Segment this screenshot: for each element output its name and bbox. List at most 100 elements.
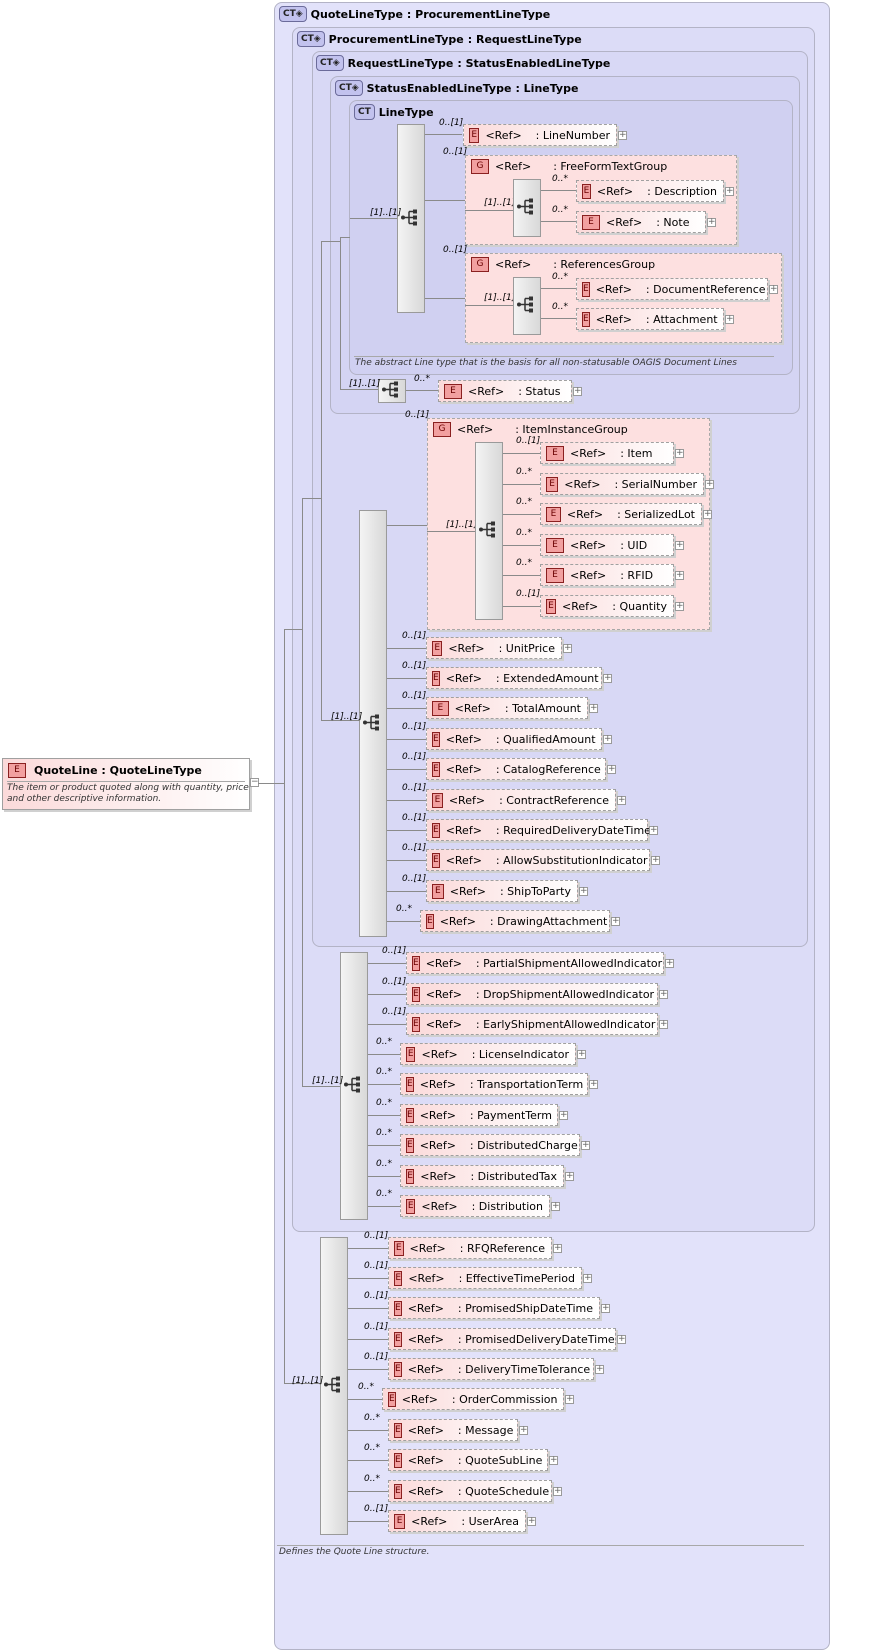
expand-icon[interactable]: + [563, 643, 572, 653]
expand-icon[interactable]: + [769, 284, 778, 294]
element-contract-reference[interactable]: E<Ref>: ContractReference [426, 789, 616, 811]
connector-line [541, 190, 576, 191]
element-required-delivery-date-time[interactable]: E<Ref>: RequiredDeliveryDateTime [426, 819, 651, 841]
element-message[interactable]: E<Ref>: Message [388, 1419, 518, 1441]
element-early-shipment-allowed-indicator[interactable]: E<Ref>: EarlyShipmentAllowedIndicator [406, 1013, 658, 1035]
element-uid[interactable]: E<Ref>: UID [540, 534, 674, 556]
element-icon: E [444, 383, 462, 399]
element-total-amount[interactable]: E<Ref>: TotalAmount [426, 697, 588, 719]
expand-icon[interactable]: + [565, 1171, 574, 1181]
expand-icon[interactable]: + [583, 1273, 592, 1283]
expand-icon[interactable]: + [579, 886, 588, 896]
multiplicity-label: 0..[1] [402, 874, 427, 884]
ref-label: <Ref> [408, 1271, 445, 1285]
element-delivery-time-tolerance[interactable]: E<Ref>: DeliveryTimeTolerance [388, 1358, 594, 1380]
element-promised-delivery-date-time[interactable]: E<Ref>: PromisedDeliveryDateTime [388, 1328, 616, 1350]
element-drop-shipment-allowed-indicator[interactable]: E<Ref>: DropShipmentAllowedIndicator [406, 983, 658, 1005]
element-payment-term[interactable]: E<Ref>: PaymentTerm [400, 1104, 558, 1126]
element-license-indicator[interactable]: E<Ref>: LicenseIndicator [400, 1043, 576, 1065]
expand-icon[interactable]: + [659, 989, 668, 999]
element-promised-ship-date-time[interactable]: E<Ref>: PromisedShipDateTime [388, 1297, 600, 1319]
expand-icon[interactable]: + [565, 1394, 574, 1404]
expand-icon[interactable]: + [603, 673, 612, 683]
expand-icon[interactable]: + [577, 1049, 586, 1059]
element-icon: E [406, 1107, 414, 1123]
expand-icon[interactable]: + [553, 1486, 562, 1496]
expand-icon[interactable]: + [705, 479, 714, 489]
ref-label: <Ref> [448, 793, 486, 807]
element-name: : LineNumber [535, 128, 610, 142]
expand-icon[interactable]: + [607, 764, 616, 774]
expand-icon[interactable]: + [595, 1364, 604, 1374]
expand-icon[interactable]: + [649, 825, 658, 835]
element-icon: E [432, 670, 440, 686]
expand-icon[interactable]: + [725, 314, 734, 324]
expand-icon[interactable]: + [703, 509, 712, 519]
expand-icon[interactable]: + [651, 855, 660, 865]
element-serialized-lot[interactable]: E<Ref>: SerializedLot [540, 503, 702, 525]
expand-icon[interactable]: + [707, 217, 716, 227]
element-line-number[interactable]: E<Ref>: LineNumber [463, 124, 617, 146]
element-partial-shipment-allowed-indicator[interactable]: E<Ref>: PartialShipmentAllowedIndicator [406, 952, 664, 974]
element-distributed-charge[interactable]: E<Ref>: DistributedCharge [400, 1134, 580, 1156]
element-quote-schedule[interactable]: E<Ref>: QuoteSchedule [388, 1480, 552, 1502]
ref-label: <Ref> [425, 956, 462, 970]
expand-icon[interactable]: + [551, 1201, 560, 1211]
element-rfid[interactable]: E<Ref>: RFID [540, 564, 674, 586]
expand-icon[interactable]: + [601, 1303, 610, 1313]
element-attachment[interactable]: E<Ref>: Attachment [576, 308, 724, 330]
element-document-reference[interactable]: E<Ref>: DocumentReference [576, 278, 768, 300]
element-qualified-amount[interactable]: E<Ref>: QualifiedAmount [426, 728, 602, 750]
expand-icon[interactable]: + [581, 1140, 590, 1150]
element-name: : QualifiedAmount [495, 732, 596, 746]
expand-icon[interactable]: + [617, 1334, 626, 1344]
element-effective-time-period[interactable]: E<Ref>: EffectiveTimePeriod [388, 1267, 582, 1289]
element-icon: E [582, 311, 590, 327]
expand-icon[interactable]: + [675, 601, 684, 611]
element-rfqreference[interactable]: E<Ref>: RFQReference [388, 1237, 552, 1259]
expand-icon[interactable]: + [675, 540, 684, 550]
element-status[interactable]: E<Ref>: Status [438, 380, 572, 402]
root-expand-icon[interactable]: − [250, 777, 259, 787]
expand-icon[interactable]: + [603, 734, 612, 744]
element-distributed-tax[interactable]: E<Ref>: DistributedTax [400, 1165, 564, 1187]
expand-icon[interactable]: + [527, 1516, 536, 1526]
expand-icon[interactable]: + [589, 703, 598, 713]
expand-icon[interactable]: + [665, 958, 674, 968]
element-allow-substitution-indicator[interactable]: E<Ref>: AllowSubstitutionIndicator [426, 849, 650, 871]
expand-icon[interactable]: + [573, 386, 582, 396]
multiplicity-label: 0..[1] [402, 843, 427, 853]
element-catalog-reference[interactable]: E<Ref>: CatalogReference [426, 758, 606, 780]
multiplicity-label: 0..* [364, 1443, 380, 1453]
expand-icon[interactable]: + [725, 186, 734, 196]
element-name: : AllowSubstitutionIndicator [495, 853, 648, 867]
element-note[interactable]: E<Ref>: Note [576, 211, 706, 233]
element-description[interactable]: E<Ref>: Description [576, 180, 724, 202]
element-order-commission[interactable]: E<Ref>: OrderCommission [382, 1388, 564, 1410]
expand-icon[interactable]: + [617, 795, 626, 805]
element-quantity[interactable]: E<Ref>: Quantity [540, 595, 674, 617]
element-transportation-term[interactable]: E<Ref>: TransportationTerm [400, 1073, 588, 1095]
expand-icon[interactable]: + [618, 130, 627, 140]
expand-icon[interactable]: + [519, 1425, 528, 1435]
expand-icon[interactable]: + [611, 916, 620, 926]
expand-icon[interactable]: + [675, 570, 684, 580]
element-drawing-attachment[interactable]: E<Ref>: DrawingAttachment [420, 910, 610, 932]
element-serial-number[interactable]: E<Ref>: SerialNumber [540, 473, 704, 495]
expand-icon[interactable]: + [589, 1079, 598, 1089]
expand-icon[interactable]: + [659, 1019, 668, 1029]
expand-icon[interactable]: + [675, 448, 684, 458]
element-user-area[interactable]: E<Ref>: UserArea [388, 1510, 526, 1532]
element-ship-to-party[interactable]: E<Ref>: ShipToParty [426, 880, 578, 902]
expand-icon[interactable]: + [549, 1455, 558, 1465]
root-element-quote-line[interactable]: E QuoteLine : QuoteLineType The item or … [2, 758, 250, 810]
expand-icon[interactable]: + [559, 1110, 568, 1120]
element-unit-price[interactable]: E<Ref>: UnitPrice [426, 637, 562, 659]
connector-line [387, 921, 420, 922]
element-quote-sub-line[interactable]: E<Ref>: QuoteSubLine [388, 1449, 548, 1471]
element-icon: E [432, 822, 440, 838]
expand-icon[interactable]: + [553, 1243, 562, 1253]
element-item[interactable]: E<Ref>: Item [540, 442, 674, 464]
element-extended-amount[interactable]: E<Ref>: ExtendedAmount [426, 667, 602, 689]
element-distribution[interactable]: E<Ref>: Distribution [400, 1195, 550, 1217]
